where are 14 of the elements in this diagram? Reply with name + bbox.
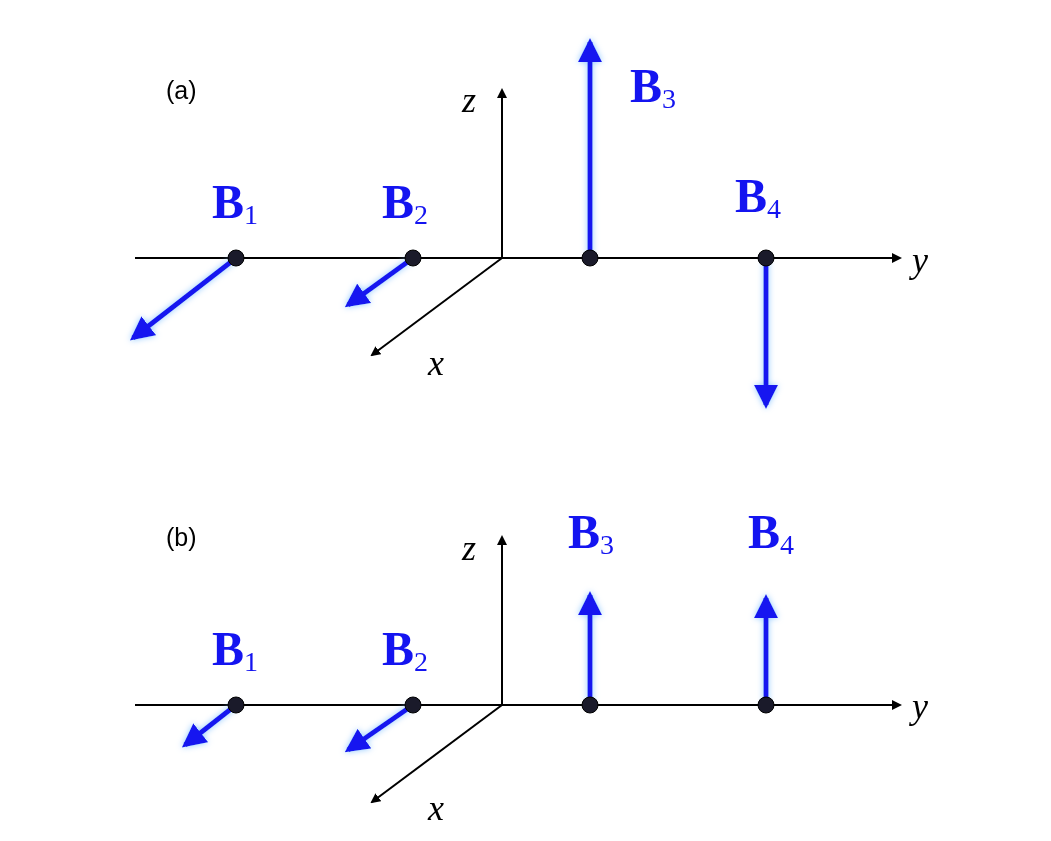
vector-label: B$_{2}$ [382,178,428,229]
panel-label: (b) [166,525,197,550]
vector-label: B$_{1}$ [212,625,258,676]
axis-label: z [462,82,476,118]
axis-label: x [428,345,444,381]
vector-label: B$_{3}$ [568,508,614,559]
vector-label: B$_{4}$ [748,508,794,559]
vector-label: B$_{2}$ [382,625,428,676]
vector-label: B$_{1}$ [212,178,258,229]
axis-label: z [462,530,476,566]
panel-label: (a) [166,78,197,103]
vector-label: B$_{4}$ [735,172,781,223]
axis-label: x [428,790,444,826]
vector-label: B$_{3}$ [630,62,676,113]
